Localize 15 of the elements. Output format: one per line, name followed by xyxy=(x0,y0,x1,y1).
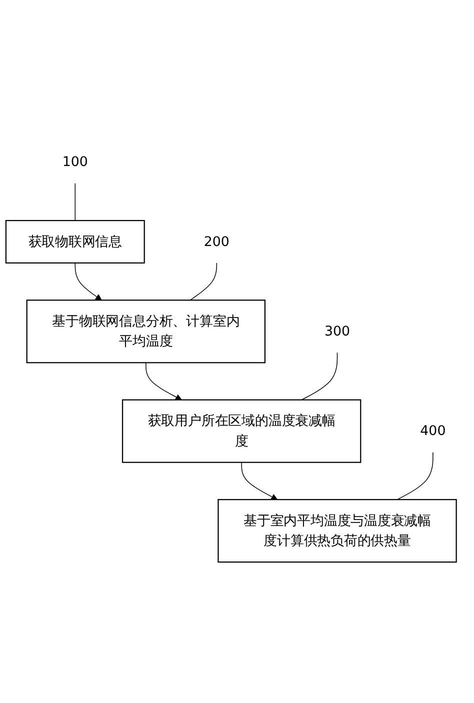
node-box: 基于室内平均温度与温度衰减幅度计算供热负荷的供热量 xyxy=(218,499,457,563)
node-text: 100 xyxy=(62,154,88,170)
connector xyxy=(301,352,338,400)
arrow xyxy=(146,362,182,400)
connector xyxy=(74,182,76,221)
arrow xyxy=(74,262,102,300)
node-text: 300 xyxy=(324,324,350,340)
arrow xyxy=(241,462,278,500)
connector xyxy=(190,262,218,301)
node-box: 获取物联网信息 xyxy=(5,220,145,264)
node-box: 基于物联网信息分析、计算室内平均温度 xyxy=(26,300,266,364)
node-box: 获取用户所在区域的温度衰减幅度 xyxy=(122,399,362,463)
node-text: 400 xyxy=(420,423,446,439)
node-text: 200 xyxy=(204,234,230,250)
connector xyxy=(396,452,434,500)
